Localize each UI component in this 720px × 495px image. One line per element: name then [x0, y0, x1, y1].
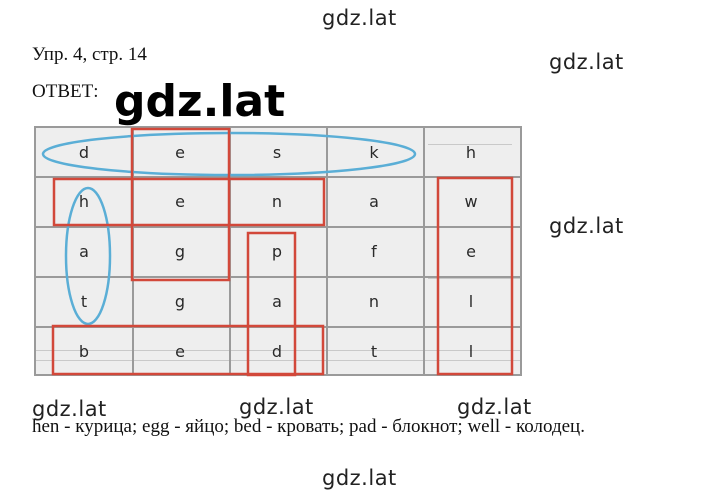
grid-cell: b	[78, 341, 90, 361]
watermark-right-middle: gdz.lat	[549, 214, 624, 238]
grid-cell: d	[78, 142, 90, 162]
grid-cell: e	[466, 241, 476, 261]
grid-cell: e	[175, 191, 185, 211]
exercise-reference: Упр. 4, стр. 14	[32, 44, 147, 65]
answer-label: ОТВЕТ:	[32, 81, 99, 102]
grid-cell: g	[174, 241, 186, 261]
grid-cell: n	[368, 291, 380, 311]
grid-cell: a	[369, 191, 379, 211]
grid-cell: n	[271, 191, 283, 211]
grid-cell: w	[464, 191, 478, 211]
grid-cell: a	[79, 241, 89, 261]
grid-cell: h	[78, 191, 90, 211]
grid-cell: t	[370, 341, 378, 361]
grid-cell: d	[271, 341, 283, 361]
grid-cell: k	[369, 142, 379, 162]
grid-cell: h	[465, 142, 477, 162]
grid-cell: e	[175, 341, 185, 361]
grid-cell: f	[371, 241, 377, 261]
grid-cell: l	[468, 291, 474, 311]
word-translations: hen - курица; egg - яйцо; bed - кровать;…	[32, 416, 585, 437]
letter-grid: d e s k h h e n a w a g p f e t g a n l b e d t l	[34, 126, 522, 376]
watermark-answer-big: gdz.lat	[114, 76, 286, 127]
grid-cell: l	[468, 341, 474, 361]
watermark-center-lower: gdz.lat	[239, 395, 314, 419]
grid-cell: a	[272, 291, 282, 311]
watermark-right-upper: gdz.lat	[549, 50, 624, 74]
watermark-right-lower: gdz.lat	[457, 395, 532, 419]
watermark-left-lower: gdz.lat	[32, 397, 107, 421]
grid-cell: e	[175, 142, 185, 162]
grid-cell: g	[174, 291, 186, 311]
grid-cell: t	[80, 291, 88, 311]
grid-cell: p	[271, 241, 283, 261]
grid-cell: s	[272, 142, 282, 162]
watermark-top: gdz.lat	[322, 6, 397, 30]
watermark-bottom: gdz.lat	[322, 466, 397, 490]
